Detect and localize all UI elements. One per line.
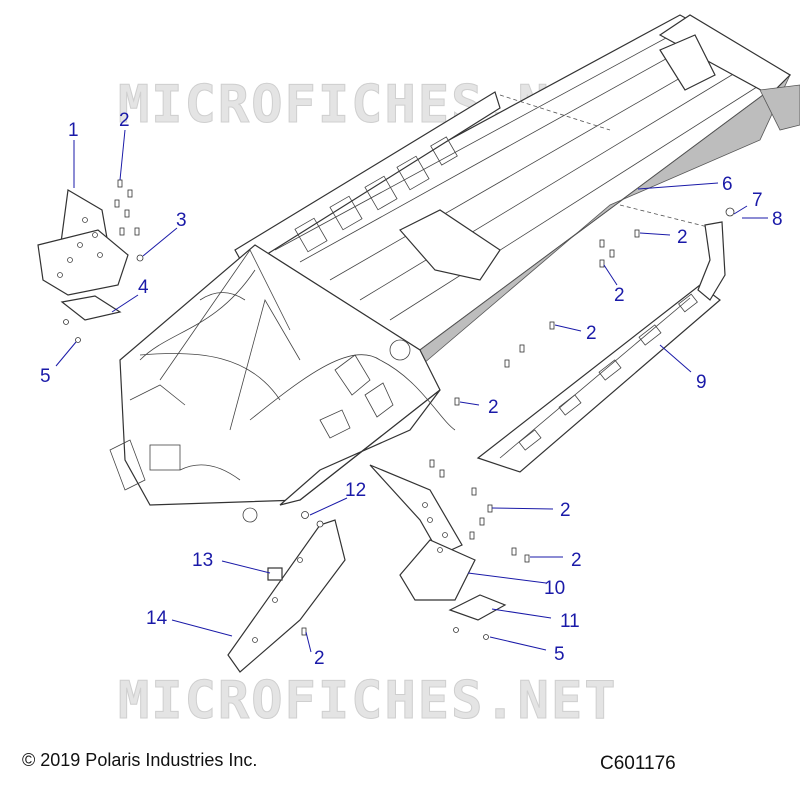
callout-2-tunnel-rear: 2 xyxy=(677,227,688,248)
callout-8: 8 xyxy=(772,209,783,230)
callout-leaders xyxy=(55,129,768,653)
part-10-bracket xyxy=(369,464,476,601)
callout-13: 13 xyxy=(192,550,213,571)
part-14-side-panel xyxy=(227,519,346,673)
callout-2-tunnel-mid: 2 xyxy=(614,285,625,306)
callout-2-tunnel-front: 2 xyxy=(586,323,597,344)
callout-5-right: 5 xyxy=(554,644,565,665)
callouts: 1 2 3 4 5 6 7 8 2 2 2 9 2 12 2 2 13 10 1… xyxy=(40,110,783,669)
callout-2-bracket-upper: 2 xyxy=(560,500,571,521)
callout-6: 6 xyxy=(722,174,733,195)
callout-2-panel: 2 xyxy=(314,648,325,669)
callout-9: 9 xyxy=(696,372,707,393)
part-4-plate xyxy=(60,295,122,321)
callout-7: 7 xyxy=(752,190,763,211)
callout-1: 1 xyxy=(68,120,79,141)
drawing-number: C601176 xyxy=(600,753,676,774)
copyright-text: © 2019 Polaris Industries Inc. xyxy=(22,750,258,770)
callout-2-bracket-lower: 2 xyxy=(571,550,582,571)
part-11-plate xyxy=(448,594,507,621)
chassis-frame xyxy=(109,14,800,523)
watermark-bottom: MICROFICHES.NET xyxy=(118,671,618,731)
callout-4: 4 xyxy=(138,277,149,298)
callout-2-upper-left: 2 xyxy=(119,110,130,131)
callout-11: 11 xyxy=(560,611,580,632)
callout-2-side: 2 xyxy=(488,397,499,418)
part-1-mount-plate xyxy=(37,189,129,296)
part-9-running-board xyxy=(476,221,726,473)
fasteners xyxy=(63,179,735,640)
part-13-clip xyxy=(267,567,283,581)
callout-14: 14 xyxy=(146,608,168,629)
callout-5-left: 5 xyxy=(40,366,51,387)
callout-3: 3 xyxy=(176,210,187,231)
callout-10: 10 xyxy=(544,578,565,599)
callout-12: 12 xyxy=(345,480,366,501)
